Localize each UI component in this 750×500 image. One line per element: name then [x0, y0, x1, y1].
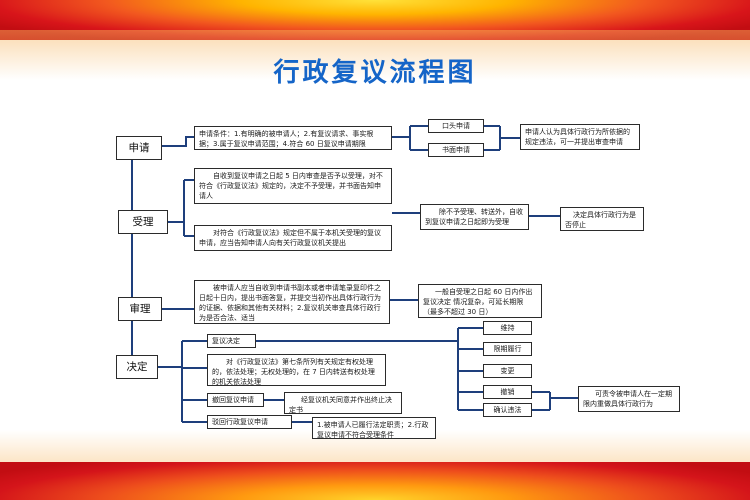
- review-main-box: 被申请人应当自收到申请书副本或者申请笔录复印件之日起十日内，提出书面答复，并提交…: [194, 280, 390, 324]
- link-apply-conditions: [160, 136, 194, 147]
- withdraw-note-box: 经复议机关同意并作出终止决定书: [284, 392, 402, 414]
- apply-conditions-box: 申请条件：1.有明确的被申请人；2.有复议请求、事实根据；3.属于复议申请范围；…: [194, 126, 392, 150]
- footer-background: [0, 462, 750, 500]
- outcome-maintain-box: 维持: [483, 321, 532, 335]
- accept-bottom-box: 对符合《行政复议法》规定但不属于本机关受理的复议申请，应当告知申请人向有关行政复…: [194, 225, 392, 251]
- accept-top-box: 自收到复议申请之日起 5 日内审查是否予以受理，对不符合《行政复议法》规定的，决…: [194, 168, 392, 204]
- apply-review-request-box: 申请人认为具体行政行为所依据的规定违法，可一并提出审查申请: [520, 124, 640, 150]
- appeal-box: 驳回行政复议申请: [207, 415, 292, 429]
- outcome-illegal-box: 确认违法: [483, 403, 532, 417]
- withdraw-box: 撤回复议申请: [207, 393, 264, 407]
- review-period-box: 一般自受理之日起 60 日内作出复议决定 情况复杂，可延长期限（最多不超过 30…: [418, 284, 542, 318]
- oral-apply-box: 口头申请: [428, 119, 484, 133]
- stage-decide: 决定: [116, 355, 158, 379]
- stage-review: 审理: [118, 297, 162, 321]
- header-fade: [0, 30, 750, 80]
- appeal-note-box: 1.被申请人已履行法定职责；2.行政复议申请不符合受理条件: [312, 417, 436, 439]
- decision-box: 复议决定: [207, 334, 256, 348]
- outcome-revoke-box: 撤销: [483, 385, 532, 399]
- stage-accept: 受理: [118, 210, 168, 234]
- accept-mid-box: 除不予受理、转送外，自收到复议申请之日起即为受理: [420, 204, 529, 230]
- outcome-deadline-box: 限期履行: [483, 342, 532, 356]
- page-title: 行政复议流程图: [273, 58, 477, 88]
- stage-apply: 申请: [116, 136, 162, 160]
- redo-order-box: 可责令被申请人在一定期限内重做具体行政行为: [578, 386, 680, 412]
- accept-stop-box: 决定具体行政行为是否停止: [560, 207, 644, 231]
- written-apply-box: 书面申请: [428, 143, 484, 157]
- outcome-change-box: 变更: [483, 364, 532, 378]
- handle-box: 对《行政复议法》第七条所列有关规定有权处理的，依法处理；无权处理的，在 7 日内…: [207, 354, 386, 386]
